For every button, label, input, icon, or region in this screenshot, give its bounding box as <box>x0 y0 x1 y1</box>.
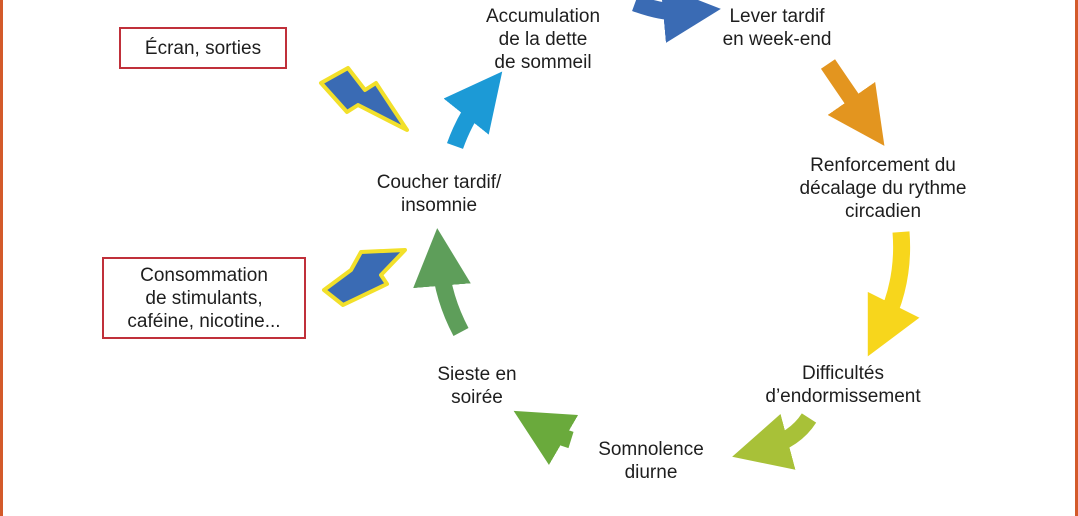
stage-somnolence-diurne: Somnolence diurne <box>598 439 704 483</box>
stage-dette-sommeil: Accumulation de la dette de sommeil <box>485 6 601 73</box>
arrow-yellow <box>867 231 920 357</box>
stage-lever-tardif: Lever tardif en week-end <box>722 6 832 50</box>
stage-decalage-rythme: Renforcement du décalage du rythme circa… <box>799 155 967 222</box>
lightning-bolt-icon <box>322 248 407 307</box>
arrow-cyan <box>443 71 503 149</box>
factor-stimulants: Consommation de stimulants, caféine, nic… <box>102 257 306 339</box>
cycle-arrows <box>319 0 920 470</box>
factor-ecran-sorties: Écran, sorties <box>119 27 287 69</box>
lightning-bolt-icon <box>319 66 409 132</box>
arrow-orange <box>820 59 885 146</box>
arrow-blue <box>632 0 721 43</box>
arrow-lime <box>732 413 817 470</box>
arrow-green <box>513 410 579 465</box>
arrow-sage <box>413 228 471 336</box>
stage-coucher-tardif: Coucher tardif/ insomnie <box>376 172 502 216</box>
stage-sieste-soiree: Sieste en soirée <box>437 364 517 408</box>
stage-difficultes-endormissement: Difficultés d’endormissement <box>765 363 921 407</box>
